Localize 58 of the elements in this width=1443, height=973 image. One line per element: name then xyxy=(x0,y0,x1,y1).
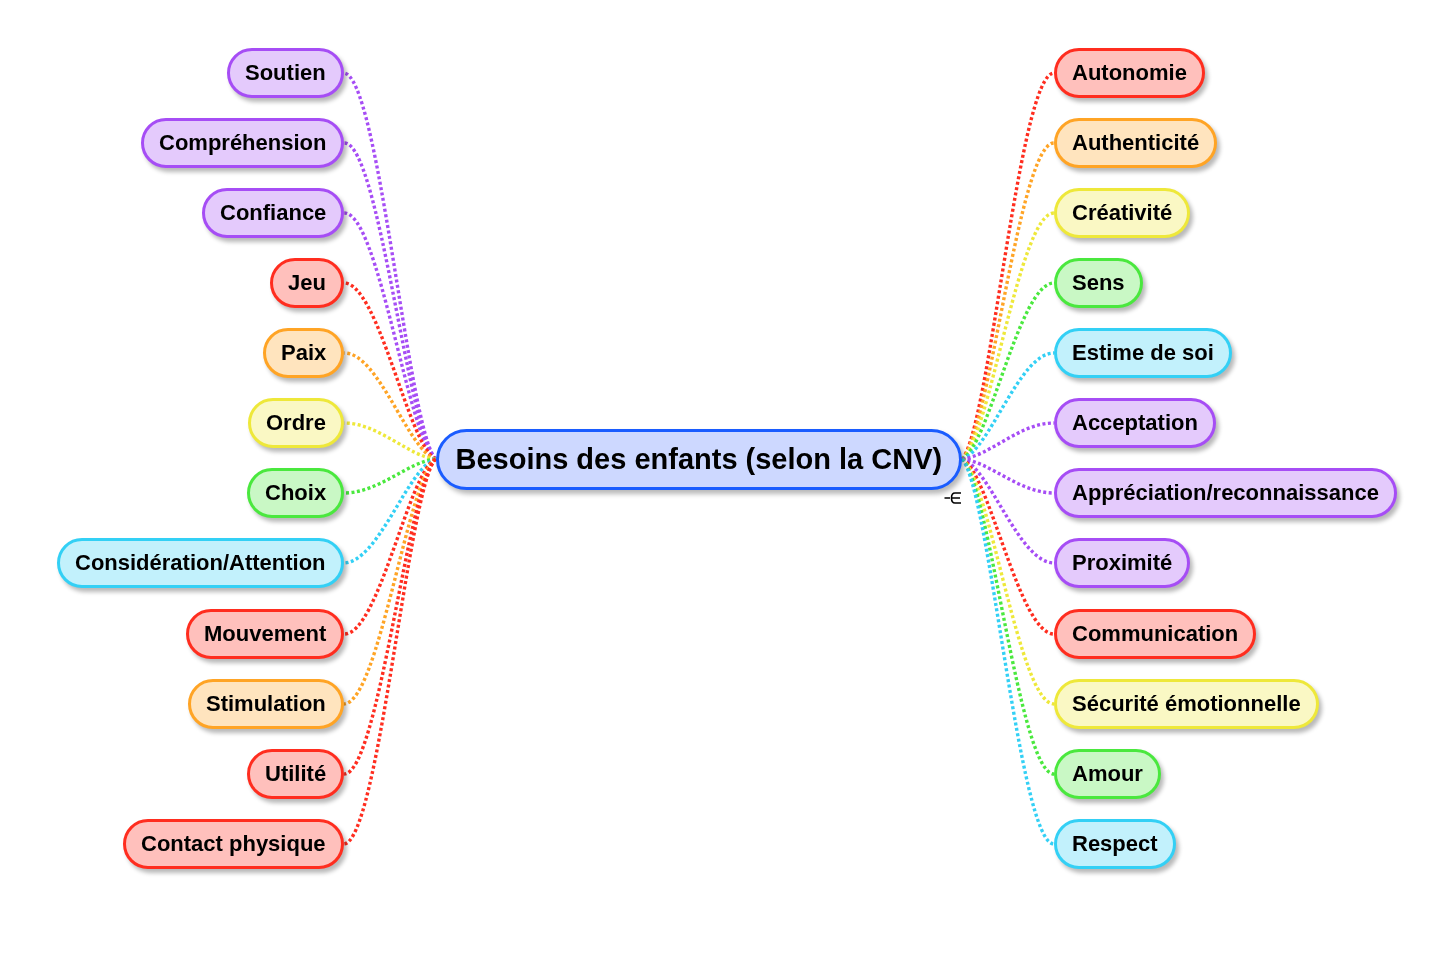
topic-label: Paix xyxy=(281,340,327,366)
topic-label: Sécurité émotionnelle xyxy=(1072,691,1301,717)
topic-label: Jeu xyxy=(288,270,326,296)
topic-label: Utilité xyxy=(265,761,327,787)
topic-pill xyxy=(123,819,344,869)
topic-label: Communication xyxy=(1072,621,1239,647)
topic-pill xyxy=(247,468,345,518)
topic-pill xyxy=(141,118,345,168)
topic-pill xyxy=(1054,258,1143,308)
connector-line xyxy=(961,457,1055,495)
topic-pill xyxy=(247,749,345,799)
topic-label: Respect xyxy=(1072,831,1158,857)
topic-pill xyxy=(188,679,344,729)
topic-pill xyxy=(248,398,344,448)
topic-pill xyxy=(263,328,345,378)
topic-pill xyxy=(1054,398,1216,448)
topic-pill xyxy=(1054,118,1218,168)
topic-pill xyxy=(1054,609,1257,659)
topic-pill xyxy=(186,609,345,659)
topic-pill xyxy=(1054,48,1205,98)
connector-line xyxy=(343,457,437,706)
connector-line xyxy=(961,457,1055,636)
topic-label: Compréhension xyxy=(159,130,327,156)
topic-label: Confiance xyxy=(220,200,327,226)
connector-line xyxy=(344,457,436,495)
topic-pill xyxy=(1054,538,1191,588)
topic-label: Proximité xyxy=(1072,550,1173,576)
topic-pill xyxy=(202,188,345,238)
connector-line xyxy=(342,458,438,846)
topic-pill xyxy=(227,48,344,98)
topic-pill xyxy=(1054,679,1319,729)
topic-label: Sens xyxy=(1072,270,1125,296)
topic-label: Ordre xyxy=(266,410,326,436)
central-topic-label: Besoins des enfants (selon la CNV) xyxy=(455,442,943,476)
topic-pill xyxy=(1054,328,1232,378)
topic-label: Appréciation/reconnaissance xyxy=(1072,480,1379,506)
topic-label: Acceptation xyxy=(1072,410,1198,436)
topic-label: Amour xyxy=(1072,761,1143,787)
topic-pill xyxy=(270,258,344,308)
topic-label: Considération/Attention xyxy=(75,550,326,576)
topic-pill xyxy=(1054,819,1176,869)
topic-label: Créativité xyxy=(1072,200,1173,226)
topic-label: Estime de soi xyxy=(1072,340,1214,366)
topic-pill xyxy=(1054,468,1397,518)
topic-label: Mouvement xyxy=(204,621,327,647)
connector-line xyxy=(960,458,1055,776)
topic-pill xyxy=(1054,188,1191,238)
topic-label: Authenticité xyxy=(1072,130,1200,156)
topic-label: Autonomie xyxy=(1072,60,1187,86)
topic-pill xyxy=(57,538,344,588)
central-topic xyxy=(435,428,963,490)
connector-line xyxy=(960,458,1056,846)
topic-label: Choix xyxy=(265,480,327,506)
topic-label: Stimulation xyxy=(206,691,326,717)
topic-label: Contact physique xyxy=(141,831,326,857)
connector-line xyxy=(343,141,437,460)
topic-pill xyxy=(1054,749,1161,799)
topic-label: Soutien xyxy=(245,60,326,86)
